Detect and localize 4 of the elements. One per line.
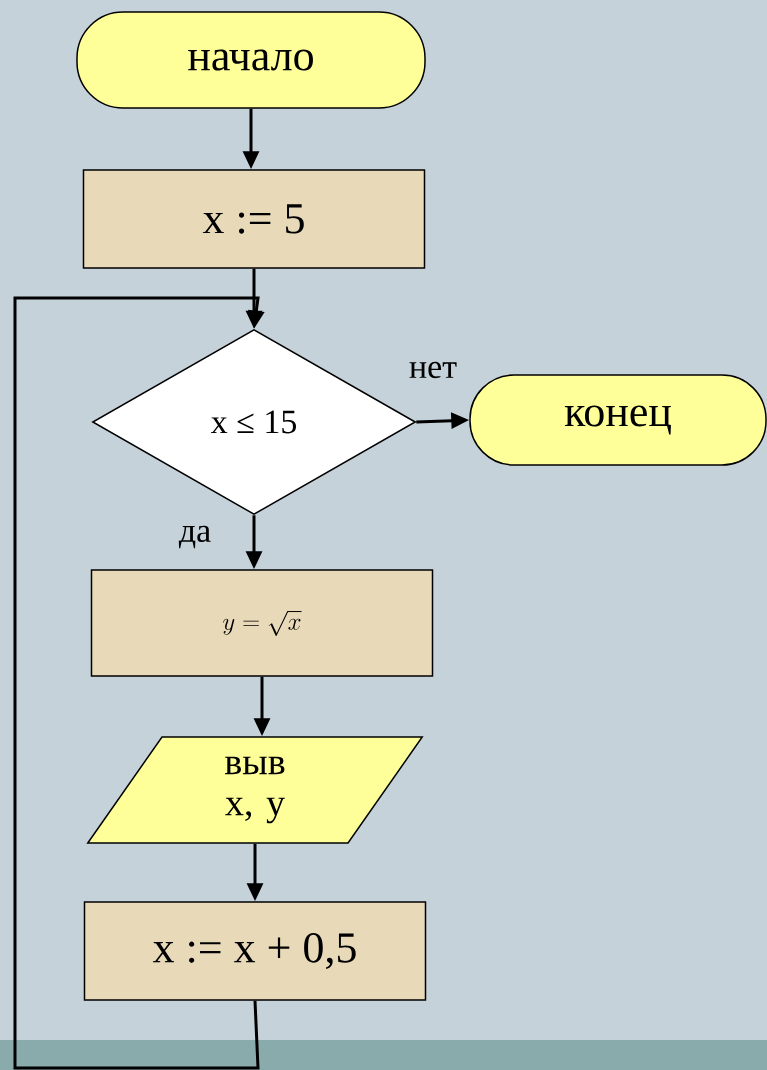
process-box: x := 5 — [82, 169, 426, 269]
arrow — [13, 296, 265, 1070]
process-box: x := x + 0,5 — [83, 901, 427, 1001]
process-box: $y = \sqrt{x}$ — [90, 569, 434, 677]
